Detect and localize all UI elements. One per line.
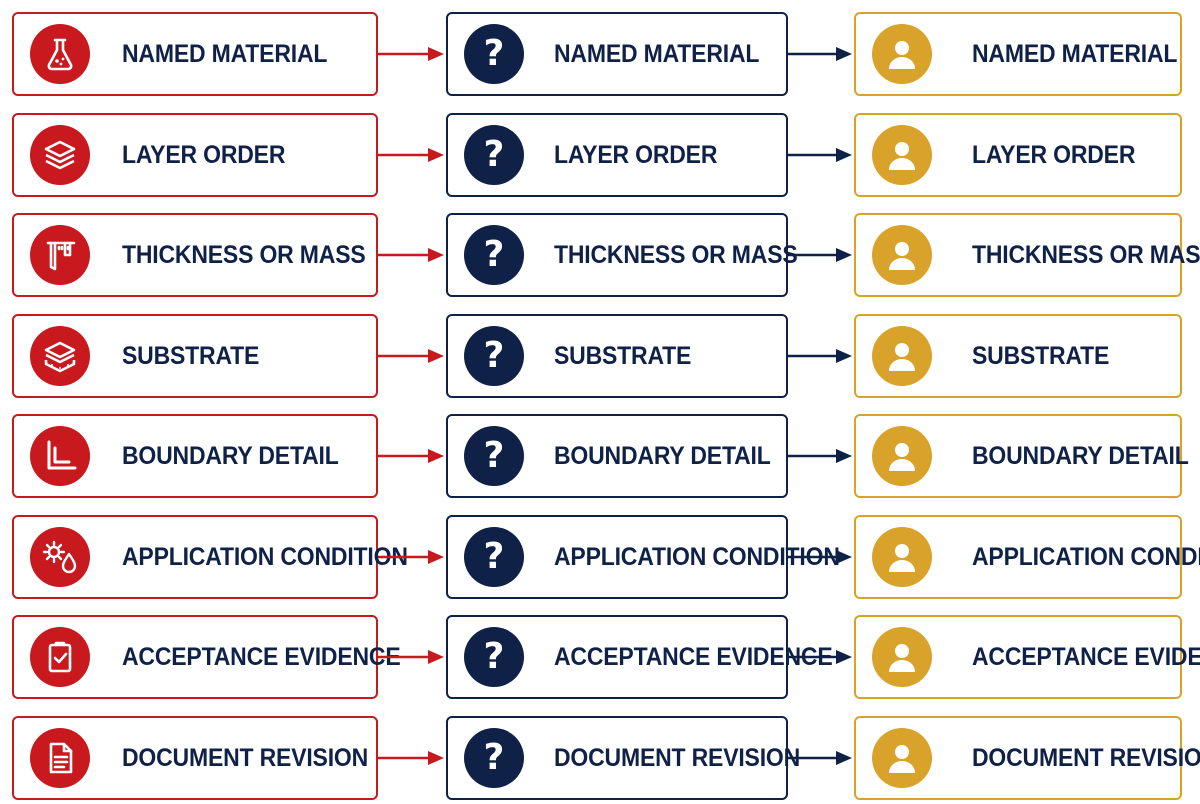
question-box: ? DOCUMENT REVISION — [446, 716, 800, 800]
owner-label: ACCEPTANCE EVIDENCE — [972, 642, 1200, 671]
input-box: APPLICATION CONDITION — [12, 515, 408, 599]
person-icon — [872, 728, 932, 788]
flask-icon — [30, 24, 90, 84]
flow-row: SUBSTRATE? SUBSTRATE SUBSTRATE — [0, 314, 1200, 402]
flow-row: BOUNDARY DETAIL? BOUNDARY DETAIL BOUNDARY … — [0, 414, 1200, 502]
question-box: ?APPLICATION CONDITION — [446, 515, 840, 599]
owner-box: DOCUMENT REVISION — [854, 716, 1200, 800]
question-box: ? SUBSTRATE — [446, 314, 788, 398]
question-icon: ? — [464, 527, 524, 587]
person-icon — [872, 627, 932, 687]
owner-box: SUBSTRATE — [854, 314, 1182, 398]
flow-row: ACCEPTANCE EVIDENCE? ACCEPTANCE EVIDENCE A… — [0, 615, 1200, 703]
owner-box: LAYER ORDER — [854, 113, 1182, 197]
layers-icon — [30, 125, 90, 185]
arrow-right-icon — [378, 750, 444, 766]
arrow-right-icon — [378, 147, 444, 163]
question-box: ? NAMED MATERIAL — [446, 12, 788, 96]
question-box: ? BOUNDARY DETAIL — [446, 414, 788, 498]
input-label: APPLICATION CONDITION — [122, 542, 408, 571]
question-box: ? THICKNESS OR MASS — [446, 213, 798, 297]
flow-row: LAYER ORDER? LAYER ORDER LAYER ORDER — [0, 113, 1200, 201]
owner-label: BOUNDARY DETAIL — [972, 441, 1189, 470]
flow-row: DOCUMENT REVISION? DOCUMENT REVISION DOCUM… — [0, 716, 1200, 804]
owner-box: APPLICATION CONDITION — [854, 515, 1200, 599]
arrow-right-icon — [378, 549, 444, 565]
arrow-right-icon — [788, 348, 852, 364]
question-label: BOUNDARY DETAIL — [554, 441, 771, 470]
owner-label: LAYER ORDER — [972, 140, 1136, 169]
corner-detail-icon — [30, 426, 90, 486]
input-label: BOUNDARY DETAIL — [122, 441, 339, 470]
flow-row: NAMED MATERIAL? NAMED MATERIAL NAMED MATER… — [0, 12, 1200, 100]
arrow-right-icon — [788, 147, 852, 163]
flow-row: THICKNESS OR MASS? THICKNESS OR MASS THICK… — [0, 213, 1200, 301]
input-label: ACCEPTANCE EVIDENCE — [122, 642, 401, 671]
clipboard-check-icon — [30, 627, 90, 687]
question-label: LAYER ORDER — [554, 140, 718, 169]
question-icon: ? — [464, 24, 524, 84]
question-label: THICKNESS OR MASS — [554, 240, 798, 269]
sun-droplet-icon — [30, 527, 90, 587]
input-box: LAYER ORDER — [12, 113, 378, 197]
input-label: DOCUMENT REVISION — [122, 743, 369, 772]
arrow-right-icon — [788, 750, 852, 766]
document-icon — [30, 728, 90, 788]
flow-row: APPLICATION CONDITION?APPLICATION CONDIT… — [0, 515, 1200, 603]
arrow-right-icon — [788, 649, 852, 665]
person-icon — [872, 426, 932, 486]
input-label: THICKNESS OR MASS — [122, 240, 366, 269]
input-label: NAMED MATERIAL — [122, 39, 328, 68]
substrate-icon — [30, 326, 90, 386]
question-icon: ? — [464, 426, 524, 486]
question-label: ACCEPTANCE EVIDENCE — [554, 642, 833, 671]
arrow-right-icon — [788, 247, 852, 263]
input-label: SUBSTRATE — [122, 341, 260, 370]
caliper-icon — [30, 225, 90, 285]
arrow-right-icon — [378, 247, 444, 263]
owner-box: NAMED MATERIAL — [854, 12, 1182, 96]
owner-label: NAMED MATERIAL — [972, 39, 1178, 68]
person-icon — [872, 125, 932, 185]
owner-label: THICKNESS OR MASS — [972, 240, 1200, 269]
owner-box: ACCEPTANCE EVIDENCE — [854, 615, 1200, 699]
input-box: NAMED MATERIAL — [12, 12, 378, 96]
input-label: LAYER ORDER — [122, 140, 286, 169]
arrow-right-icon — [378, 448, 444, 464]
arrow-right-icon — [788, 549, 852, 565]
question-box: ? LAYER ORDER — [446, 113, 788, 197]
person-icon — [872, 225, 932, 285]
arrow-right-icon — [378, 649, 444, 665]
owner-box: BOUNDARY DETAIL — [854, 414, 1189, 498]
owner-label: DOCUMENT REVISION — [972, 743, 1200, 772]
owner-label: APPLICATION CONDITION — [972, 542, 1200, 571]
input-box: THICKNESS OR MASS — [12, 213, 378, 297]
owner-box: THICKNESS OR MASS — [854, 213, 1200, 297]
person-icon — [872, 326, 932, 386]
question-icon: ? — [464, 326, 524, 386]
person-icon — [872, 527, 932, 587]
question-label: NAMED MATERIAL — [554, 39, 760, 68]
question-icon: ? — [464, 225, 524, 285]
arrow-right-icon — [378, 46, 444, 62]
input-box: DOCUMENT REVISION — [12, 716, 378, 800]
input-box: ACCEPTANCE EVIDENCE — [12, 615, 401, 699]
question-icon: ? — [464, 627, 524, 687]
arrow-right-icon — [788, 448, 852, 464]
owner-label: SUBSTRATE — [972, 341, 1110, 370]
input-box: BOUNDARY DETAIL — [12, 414, 378, 498]
question-icon: ? — [464, 125, 524, 185]
question-box: ? ACCEPTANCE EVIDENCE — [446, 615, 833, 699]
question-label: DOCUMENT REVISION — [554, 743, 801, 772]
question-icon: ? — [464, 728, 524, 788]
question-label: SUBSTRATE — [554, 341, 692, 370]
arrow-right-icon — [788, 46, 852, 62]
arrow-right-icon — [378, 348, 444, 364]
input-box: SUBSTRATE — [12, 314, 378, 398]
person-icon — [872, 24, 932, 84]
